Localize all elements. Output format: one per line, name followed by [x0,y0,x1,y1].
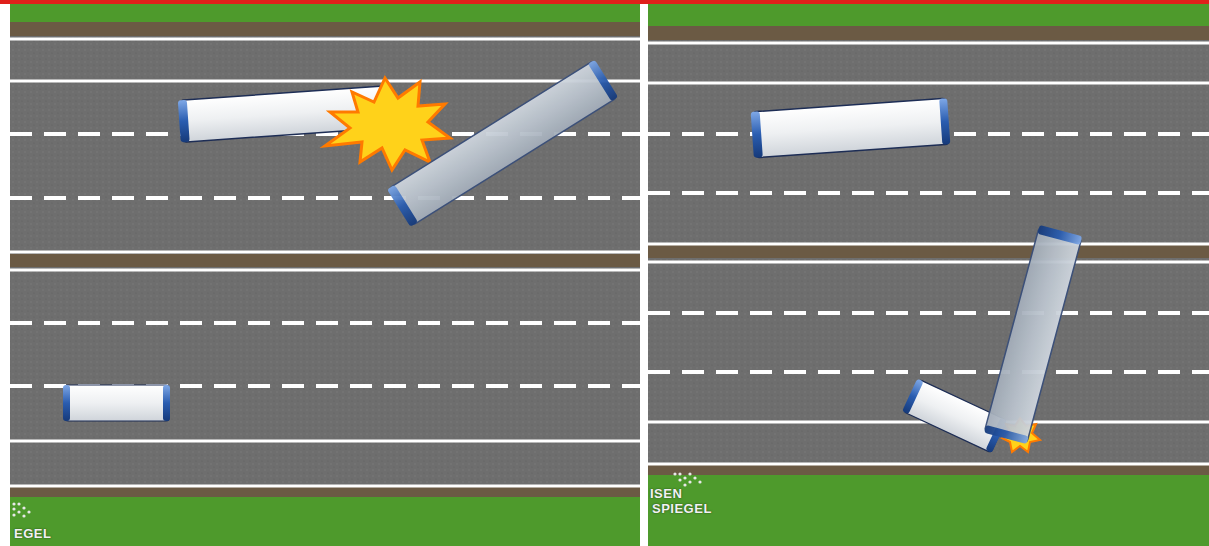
right-panel [648,4,1209,546]
watermark-text: EGEL [14,527,51,541]
left-panel [10,4,640,546]
top-border [0,0,1209,4]
watermark-text: SPIEGEL [652,502,712,516]
watermark-text: ISEN [650,487,682,501]
